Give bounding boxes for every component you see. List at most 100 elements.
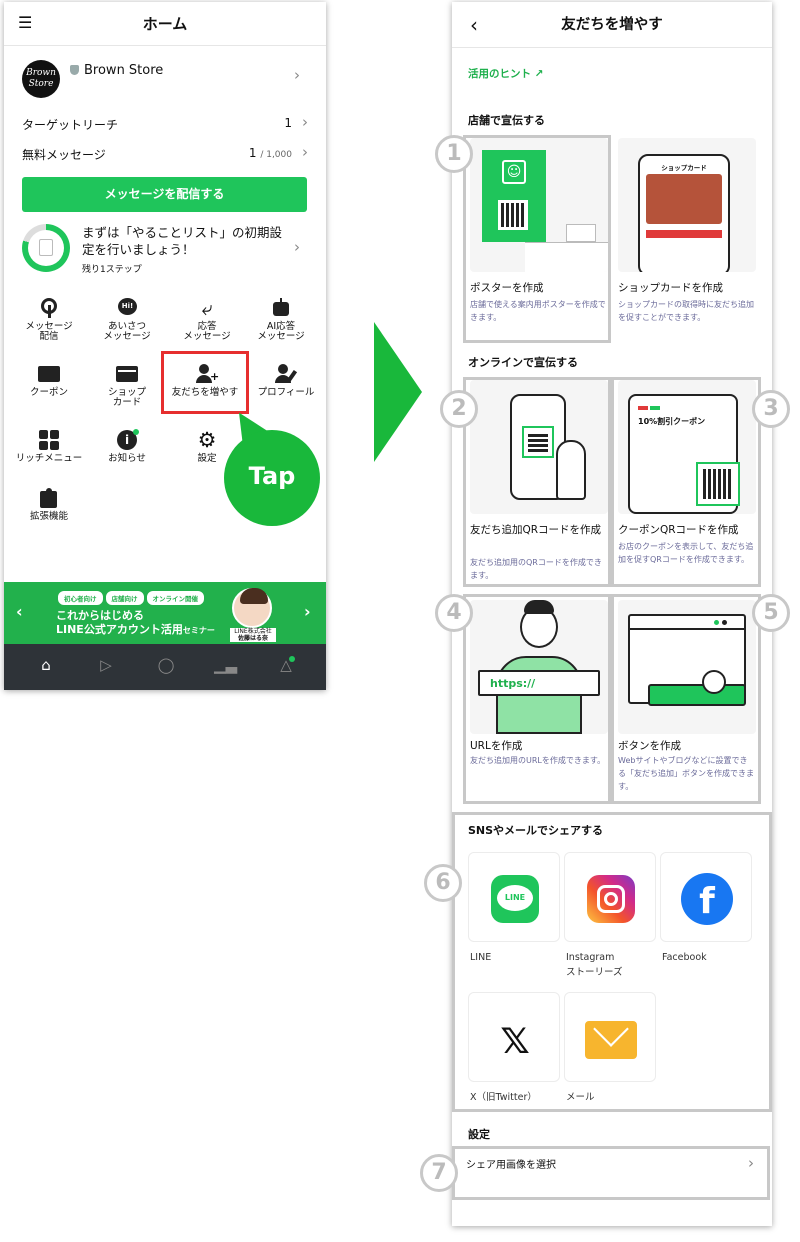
highlight-frame-7 (452, 1146, 770, 1200)
share-image-label: シェア用画像を選択 (466, 1160, 556, 1171)
callout-number: 1 (435, 135, 473, 173)
header: ‹ 友だちを増やす (452, 2, 772, 48)
url-title[interactable]: URLを作成 (470, 740, 523, 752)
menu-item-notices[interactable]: i お知らせ (92, 429, 162, 464)
bell-icon[interactable]: △ (280, 656, 292, 674)
line-app-icon: LINE (491, 875, 539, 923)
puzzle-icon (38, 488, 60, 508)
button-title[interactable]: ボタンを作成 (618, 740, 681, 752)
back-icon[interactable]: ‹ (470, 13, 478, 37)
callout-number: 2 (440, 390, 478, 428)
button-desc: Webサイトやブログなどに設置できる「友だち追加」ボタンを作成できます。 (618, 756, 754, 791)
send-message-button[interactable]: メッセージを配信する (22, 177, 307, 212)
chat-icon[interactable]: ◯ (157, 656, 175, 674)
section-settings: 設定 (468, 1128, 490, 1141)
menu-item-coupon[interactable]: クーポン (14, 364, 84, 398)
share-x-label: X（旧Twitter） (470, 1092, 537, 1103)
analytics-icon[interactable]: ▁▃ (214, 656, 238, 674)
highlight-frame-3 (611, 377, 761, 587)
shop-card-card[interactable]: ショップカード (618, 138, 756, 272)
x-icon: 𝕩 (499, 1010, 531, 1064)
share-line-tile[interactable]: LINE (468, 852, 560, 942)
tips-link[interactable]: 活用のヒント ↗ (468, 68, 544, 80)
banner-tag: 初心者向け (58, 591, 103, 605)
menu-item-auto-reply[interactable]: ⤶ 応答メッセージ (183, 296, 231, 342)
home-icon[interactable]: ⌂ (41, 656, 51, 674)
share-mail-tile[interactable] (564, 992, 656, 1082)
menu-item-ai-reply[interactable]: AI応答メッセージ (246, 298, 316, 342)
play-icon[interactable]: ▷ (100, 656, 112, 674)
share-mail-label: メール (566, 1092, 595, 1103)
register-illustration (566, 224, 596, 242)
mail-icon (585, 1011, 637, 1059)
section-store: 店舗で宣伝する (468, 114, 545, 127)
friend-qr-card[interactable] (470, 380, 608, 514)
profile-edit-icon (275, 364, 298, 384)
share-instagram-tile[interactable] (564, 852, 656, 942)
chevron-right-icon: › (302, 113, 308, 131)
share-facebook-tile[interactable]: f (660, 852, 752, 942)
todo-steps: 残り1ステップ (82, 265, 142, 275)
counter-illustration (525, 242, 608, 272)
qr-code (696, 462, 740, 506)
coupon-icon (38, 364, 60, 384)
poster-card[interactable]: ☺ (470, 138, 608, 272)
friend-qr-title[interactable]: 友だち追加QRコードを作成 (470, 524, 602, 536)
menu-item-extensions[interactable]: 拡張機能 (14, 488, 84, 522)
broadcast-icon (38, 298, 60, 318)
url-desc: 友だち追加用のURLを作成できます。 (470, 756, 606, 765)
menu-item-broadcast[interactable]: メッセージ配信 (14, 298, 84, 342)
share-x-tile[interactable]: 𝕩 (468, 992, 560, 1082)
coupon-qr-desc: お店のクーポンを表示して、友だち追加を促すQRコードを作成できます。 (618, 542, 754, 564)
url-card[interactable]: https:// (470, 600, 608, 734)
target-reach-row[interactable]: ターゲットリーチ 1 › (22, 113, 308, 138)
button-card[interactable] (618, 600, 756, 734)
robot-icon (270, 298, 292, 318)
shop-card-title[interactable]: ショップカードを作成 (618, 282, 723, 294)
callout-number: 4 (435, 594, 473, 632)
target-reach-label: ターゲットリーチ (22, 118, 119, 132)
flow-arrow (374, 322, 422, 462)
todo-card[interactable]: まずは「やることリスト」の初期設定を行いましょう！ 残り1ステップ › (22, 224, 312, 280)
chevron-right-icon: › (748, 1154, 754, 1172)
shop-card-icon (116, 364, 138, 384)
section-online: オンラインで宣伝する (468, 356, 578, 369)
banner-tag: オンライン開催 (146, 591, 204, 605)
seminar-banner[interactable]: ‹ 初心者向け 店舗向け オンライン開催 これからはじめる LINE公式アカウン… (4, 582, 326, 644)
callout-number: 7 (420, 1154, 458, 1192)
free-messages-count: 1 (248, 146, 257, 160)
add-friend-icon: + (194, 364, 219, 384)
menu-item-rich-menu[interactable]: リッチメニュー (14, 430, 84, 464)
banner-tag: 店舗向け (105, 591, 144, 605)
banner-prev-icon[interactable]: ‹ (16, 602, 23, 621)
free-messages-row[interactable]: 無料メッセージ 1 / 1,000 › (22, 143, 308, 168)
highlight-frame-2 (463, 377, 611, 587)
coupon-qr-title[interactable]: クーポンQRコードを作成 (618, 524, 739, 536)
banner-next-icon[interactable]: › (304, 602, 311, 621)
reply-arrow-icon: ⤶ (201, 296, 213, 320)
page-title: ホーム (142, 15, 188, 33)
menu-item-greeting[interactable]: Hi! あいさつメッセージ (92, 298, 162, 342)
target-reach-value: 1 (284, 116, 292, 130)
checklist-icon (39, 239, 53, 256)
coupon-qr-card[interactable]: 10%割引クーポン (618, 380, 756, 514)
menu-item-settings[interactable]: ⚙ 設定 (197, 428, 217, 464)
callout-number: 6 (424, 864, 462, 902)
highlight-frame-1 (463, 135, 611, 343)
hamburger-menu-icon[interactable]: ☰ (18, 13, 33, 32)
shield-icon (70, 65, 79, 75)
share-facebook-label: Facebook (662, 952, 707, 963)
menu-item-add-friends[interactable]: + 友だちを増やす (170, 364, 240, 398)
poster-title[interactable]: ポスターを作成 (470, 282, 544, 294)
menu-item-shop-card[interactable]: ショップカード (92, 364, 162, 408)
facebook-icon: f (681, 873, 733, 925)
free-messages-limit: / 1,000 (260, 150, 292, 160)
callout-number: 5 (752, 594, 790, 632)
share-image-row[interactable]: シェア用画像を選択 (466, 1156, 556, 1171)
chevron-right-icon: › (294, 238, 300, 256)
menu-item-profile[interactable]: プロフィール (248, 364, 324, 398)
hi-bubble-icon: Hi! (116, 298, 138, 318)
progress-ring (22, 224, 70, 272)
